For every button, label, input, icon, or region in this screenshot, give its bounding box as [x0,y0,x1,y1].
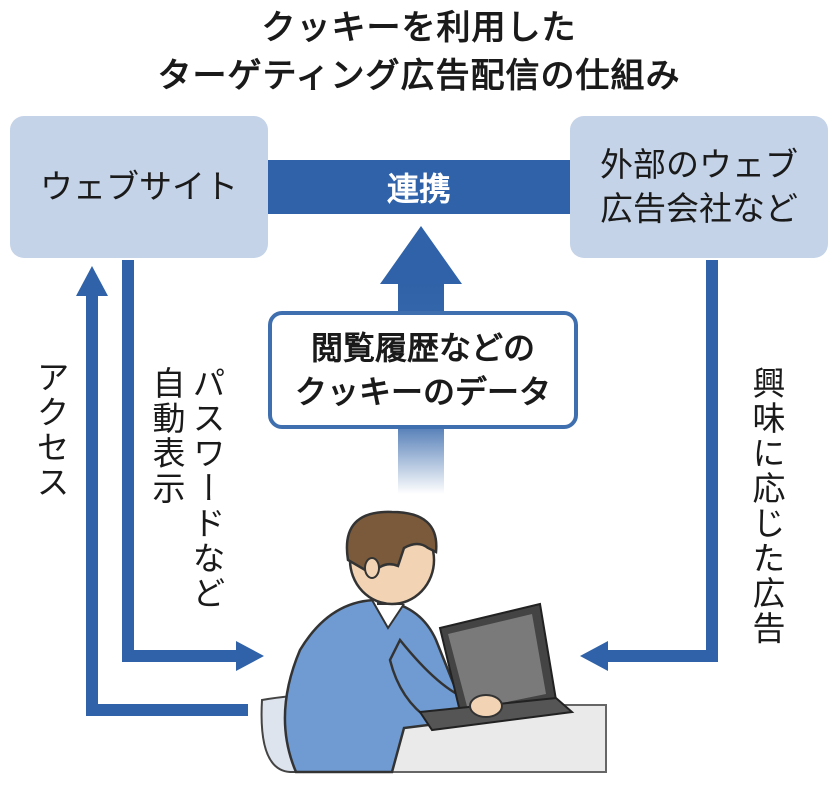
targeted-ad-arrow-head [580,641,608,671]
user-at-laptop-illustration [260,510,607,774]
autofill-label-line-1: パスワードなど [187,366,226,611]
access-arrow-line [86,292,248,716]
access-arrow-head [76,266,108,296]
autofill-arrow-line [122,260,238,662]
link-bar [268,160,570,214]
external-label-line-1: 外部のウェブ [600,145,798,184]
cookie-data-box: 閲覧履歴などの クッキーのデータ [268,311,578,429]
targeted-ad-label: 興味に応じた広告 [747,366,786,646]
title-line-1: クッキーを利用した [261,8,577,48]
link-label: 連携 [386,170,451,208]
autofill-arrow-head [236,641,264,671]
cookie-data-line-1: 閲覧履歴などの [310,329,535,367]
cookie-data-line-2: クッキーのデータ [294,373,551,411]
title-line-2: ターゲティング広告配信の仕組み [157,56,681,96]
targeted-ad-arrow-line [606,260,718,662]
website-label: ウェブサイト [40,167,238,206]
data-flow-arrow-head [380,226,462,284]
website-node: ウェブサイト [10,116,268,258]
external-label-line-2: 広告会社など [600,189,798,228]
autofill-label-line-2: 自動表示 [147,366,186,506]
external-ad-company-node: 外部のウェブ 広告会社など [570,116,828,258]
access-label: アクセス [31,360,70,500]
